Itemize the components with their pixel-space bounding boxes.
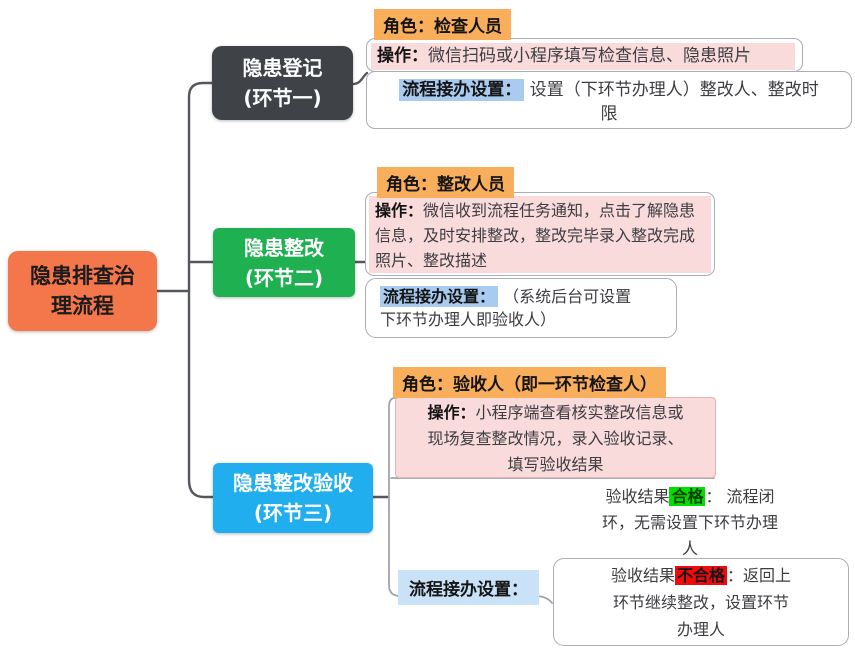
- step3-role-chip: 角色：验收人（即一环节检查人）: [393, 367, 666, 398]
- step2-handover-line1: （系统后台可设置: [503, 287, 632, 306]
- pass-line2: 环，无需设置下环节办理: [601, 513, 778, 532]
- step3-operation-block: 操作：小程序端查看核实整改信息或 现场复查整改情况，录入验收记录、 填写验收结果: [395, 397, 716, 478]
- step2-label-line2: (环节二): [244, 265, 324, 290]
- step1-operation-text: 微信扫码或小程序填写检查信息、隐患照片: [428, 46, 751, 66]
- step3-label-line2: (环节三): [253, 501, 333, 525]
- fail-line3: 办理人: [676, 620, 725, 639]
- step2-label-line1: 隐患整改: [244, 235, 324, 260]
- step1-operation-row: 操作：微信扫码或小程序填写检查信息、隐患照片: [371, 43, 795, 70]
- root-label-line1: 隐患排查治: [30, 264, 135, 288]
- step3-label-line1: 隐患整改验收: [233, 471, 353, 495]
- step2-role-chip: 角色：整改人员: [377, 167, 514, 198]
- step1-label-line1: 隐患登记: [242, 56, 323, 80]
- step2-handover-box: 流程接办设置： （系统后台可设置 下环节办理人即验收人）: [365, 278, 677, 338]
- step2-handover-line2: 下环节办理人即验收人）: [380, 310, 557, 329]
- step2-operation-line2: 信息，及时安排整改，整改完毕录入整改完成: [375, 226, 696, 245]
- step1-role-chip: 角色：检查人员: [374, 9, 511, 40]
- connector-step1-details: [351, 71, 369, 86]
- step2-operation-line3: 照片、整改描述: [375, 251, 488, 270]
- connector-trunk: [187, 81, 215, 499]
- step3-outcome-fail-box: 验收结果不合格：返回上 环节继续整改，设置环节 办理人: [553, 558, 849, 646]
- step2-operation-line1: 微信收到流程任务通知，点击了解隐患: [423, 201, 696, 220]
- fail-mark: 不合格: [674, 566, 727, 585]
- fail-prefix: 验收结果: [610, 566, 675, 585]
- pass-line3: 人: [681, 539, 698, 558]
- step3-operation-line3: 填写验收结果: [507, 455, 604, 474]
- step1-operation-label: 操作：: [377, 46, 428, 66]
- pass-rest1: ： 流程闭: [705, 487, 775, 506]
- step1-handover-box: 流程接办设置： 设置（下环节办理人）整改人、整改时 限: [366, 71, 852, 129]
- pass-prefix: 验收结果: [605, 487, 670, 506]
- root-label-line2: 理流程: [51, 294, 114, 318]
- step3-outcome-pass: 验收结果合格： 流程闭 环，无需设置下环节办理 人: [560, 484, 820, 562]
- step2-operation-block: 操作：微信收到流程任务通知，点击了解隐患 信息，及时安排整改，整改完毕录入整改完…: [369, 196, 711, 273]
- step3-handover-label: 流程接办设置：: [398, 570, 539, 605]
- root-node: 隐患排查治 理流程: [8, 251, 157, 331]
- step1-handover-label: 流程接办设置：: [399, 79, 525, 101]
- step3-handover-bracket: [388, 397, 553, 604]
- node-step2-rectification: 隐患整改 (环节二): [213, 228, 355, 297]
- step2-handover-label: 流程接办设置：: [380, 286, 499, 307]
- step3-operation-line1: 小程序端查看核实整改信息或: [475, 403, 684, 422]
- node-step1-registration: 隐患登记 (环节一): [212, 46, 353, 120]
- fail-line2: 环节继续整改，设置环节: [612, 593, 789, 612]
- fail-rest1: ：返回上: [727, 566, 792, 585]
- step2-operation-label: 操作：: [375, 201, 424, 220]
- pass-mark: 合格: [669, 487, 706, 506]
- step1-handover-line2: 限: [600, 104, 618, 124]
- step1-label-line2: (环节一): [243, 86, 322, 110]
- step3-operation-label: 操作：: [427, 403, 476, 422]
- node-step3-acceptance: 隐患整改验收 (环节三): [213, 463, 373, 533]
- step1-handover-line1: 设置（下环节办理人）整改人、整改时: [529, 80, 819, 100]
- step3-operation-line2: 现场复查整改情况，录入验收记录、: [427, 429, 684, 448]
